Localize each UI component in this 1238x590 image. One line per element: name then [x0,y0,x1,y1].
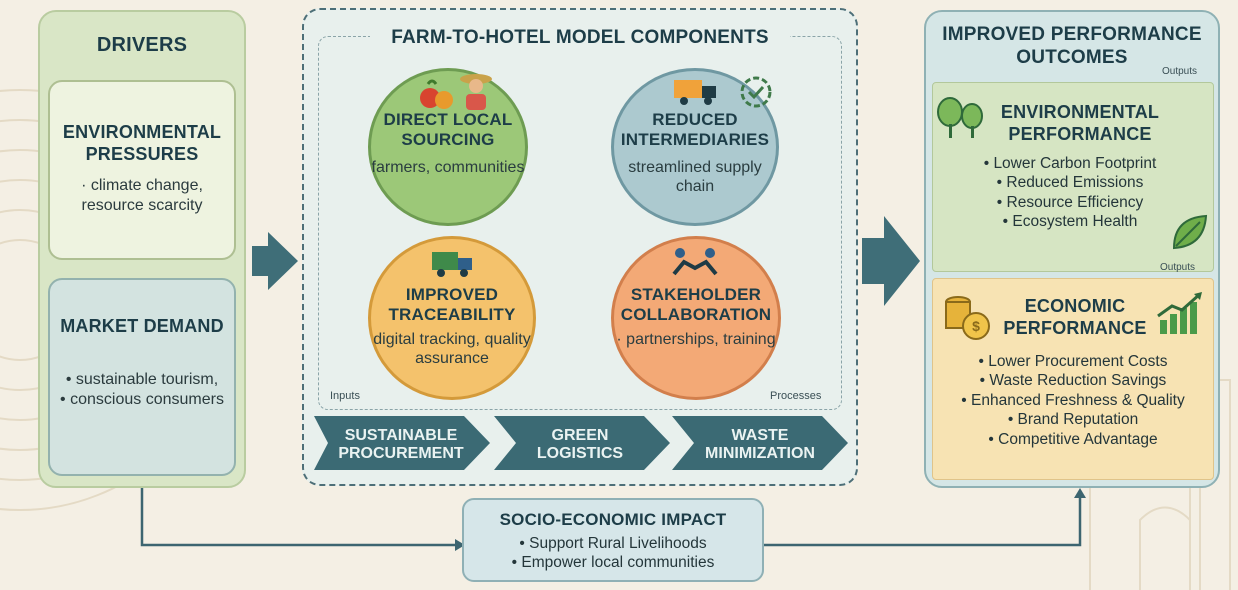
environmental-pressures-box [48,80,236,260]
arrow-drivers-to-model [252,232,298,290]
stage-label: WASTE MINIMIZATION [705,426,815,462]
outcomes-title: IMPROVED PERFORMANCE OUTCOMES [942,24,1202,68]
component-subtitle: farmers, communities [371,159,525,176]
outputs-label: Outputs [1162,66,1198,77]
list-item: • Support Rural Livelihoods [519,535,707,552]
list-item: • Lower Carbon Footprint [983,155,1157,172]
recycle-gear-icon [740,76,772,108]
economic-performance-list: • Lower Procurement Costs • Waste Reduct… [932,352,1214,449]
growth-chart-icon [1157,292,1202,334]
socio-economic-impact-title: SOCIO-ECONOMIC IMPACT [499,510,727,529]
stage-label: GREEN LOGISTICS [536,426,624,462]
component-subtitle: digital tracking, quality assurance [373,331,531,368]
stage-chevron-3 [672,416,848,470]
list-item: • Ecosystem Health [1002,213,1138,231]
leaf-icon [1172,214,1208,250]
list-item: • Competitive Advantage [988,430,1158,448]
line-socio-to-outcomes [764,498,1082,547]
component-title: IMPROVED TRACEABILITY [388,285,516,324]
stage-chevron-2 [494,416,670,470]
list-item: • Lower Procurement Costs [978,353,1168,370]
socio-economic-impact-box [462,498,764,582]
list-item: • Resource Efficiency [996,193,1144,211]
fruit-icon [420,79,453,109]
drivers-title: DRIVERS [96,34,188,56]
outputs-label: Outputs [1160,262,1196,273]
list-item: • Reduced Emissions [996,174,1144,192]
list-item: • Brand Reputation [1007,411,1139,429]
market-demand-title: MARKET DEMAND [60,316,224,336]
delivery-truck-icon [674,80,716,105]
list-item: • Empower local communities [511,554,715,572]
environmental-performance-title: ENVIRONMENTAL PERFORMANCE [1000,102,1160,144]
line-drivers-to-socio [140,488,455,547]
environmental-performance-list: • Lower Carbon Footprint • Reduced Emiss… [940,154,1200,232]
arrow-model-to-outcomes [862,216,920,306]
processes-label: Processes [770,390,822,402]
component-title: DIRECT LOCAL SOURCING [383,110,513,149]
list-item: resource scarcity [81,197,203,214]
market-demand-list: • sustainable tourism, • conscious consu… [48,370,236,410]
economic-performance-title: ECONOMIC PERFORMANCE [1003,296,1147,338]
list-item: · climate change, [81,177,203,194]
component-title: STAKEHOLDER COLLABORATION [620,285,772,324]
list-item: • Waste Reduction Savings [979,372,1167,390]
coins-icon: $ [945,296,990,340]
farmer-icon [460,74,492,110]
inputs-label: Inputs [330,390,360,402]
svg-text:$: $ [972,318,980,334]
handshake-icon [672,248,718,276]
environmental-pressures-title: ENVIRONMENTAL PRESSURES [62,122,222,164]
model-title: FARM-TO-HOTEL MODEL COMPONENTS [370,27,790,49]
component-subtitle: streamlined supply chain [628,159,762,196]
list-item: • Enhanced Freshness & Quality [961,391,1185,409]
stage-label: SUSTAINABLE PROCUREMENT [338,426,464,462]
list-item: • sustainable tourism, [65,371,219,388]
component-subtitle: · partnerships, training [616,331,776,348]
stakeholder-collaboration-circle [611,236,781,400]
truck-icon [432,252,472,277]
list-item: • conscious consumers [60,391,224,408]
stage-chevron-1 [314,416,490,470]
market-demand-box [48,278,236,476]
trees-icon [937,97,983,138]
component-title: REDUCED INTERMEDIARIES [620,110,770,149]
environmental-pressures-list: · climate change, resource scarcity [48,176,236,216]
economic-performance-box [932,278,1214,480]
socio-economic-impact-list: • Support Rural Livelihoods • Empower lo… [462,534,764,573]
